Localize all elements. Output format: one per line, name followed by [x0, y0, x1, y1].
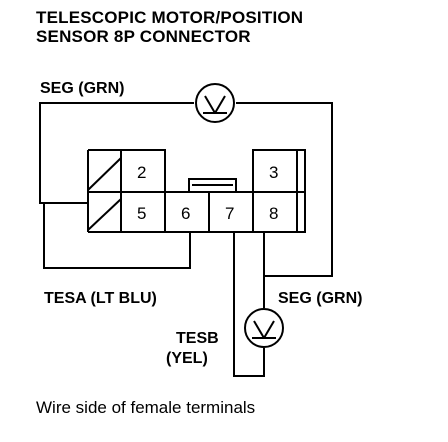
label-tesa: TESA (LT BLU)	[44, 290, 157, 307]
voltmeter-icon	[244, 308, 284, 348]
wire-tesb	[233, 232, 265, 377]
voltmeter-icon	[195, 83, 235, 123]
title-line-2: SENSOR 8P CONNECTOR	[36, 27, 251, 46]
terminal-6-label: 6	[181, 204, 190, 223]
diagram-caption: Wire side of female terminals	[36, 398, 256, 417]
label-tesb: TESB	[176, 330, 219, 347]
terminal-8-label: 8	[269, 204, 278, 223]
terminal-3-label: 3	[269, 163, 278, 182]
label-tesb-color: (YEL)	[166, 350, 208, 367]
terminal-7-label: 7	[225, 204, 234, 223]
terminal-2-label: 2	[137, 163, 146, 182]
label-seg-right: SEG (GRN)	[278, 290, 362, 307]
wire-tesa	[43, 203, 191, 269]
wire-seg-top-right	[236, 102, 333, 277]
label-seg-top: SEG (GRN)	[40, 80, 124, 97]
title-line-1: TELESCOPIC MOTOR/POSITION	[36, 8, 304, 27]
terminal-5-label: 5	[137, 204, 146, 223]
connector-body	[87, 149, 306, 233]
wire-seg-top-left	[39, 102, 194, 204]
diagram-title: TELESCOPIC MOTOR/POSITION SENSOR 8P CONN…	[36, 8, 303, 46]
